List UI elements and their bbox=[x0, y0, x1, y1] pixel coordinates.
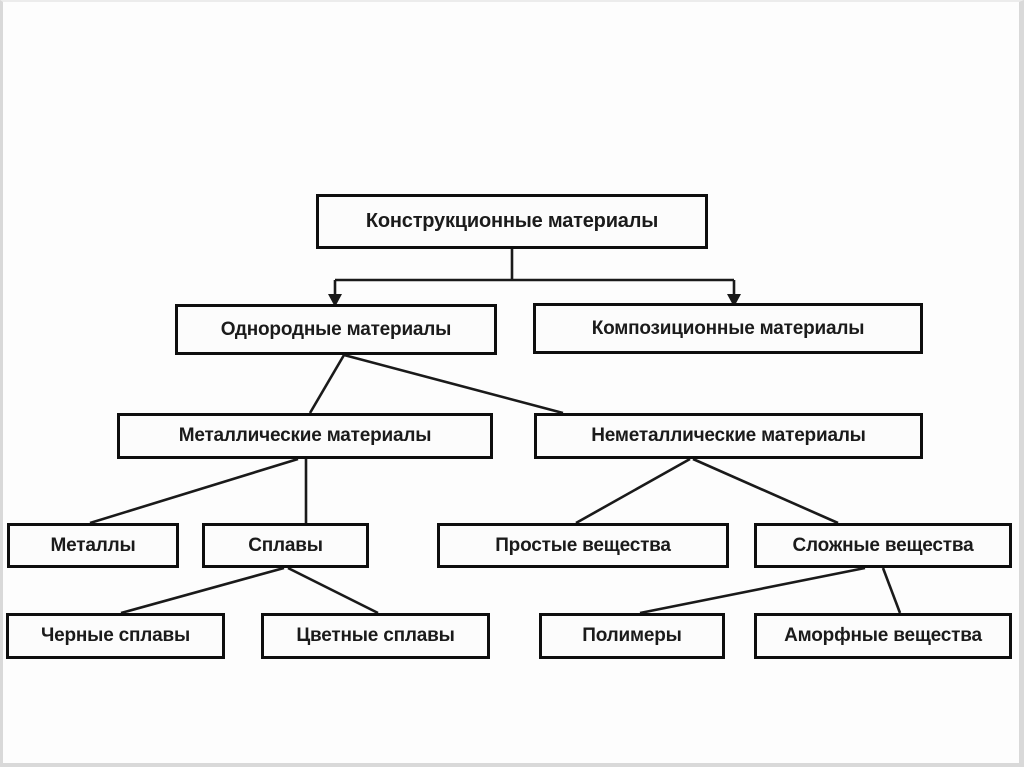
connector-lines bbox=[89, 249, 902, 615]
node-konstruktsionnye-materialy: Конструкционные материалы bbox=[316, 194, 708, 249]
node-tsvetnye-splavy: Цветные сплавы bbox=[261, 613, 490, 659]
edge-odnorodnye-to-metallicheskie bbox=[308, 354, 346, 414]
edge-nemetallicheskie-to-prostye bbox=[575, 457, 691, 525]
node-chernye-splavy: Черные сплавы bbox=[6, 613, 225, 659]
node-metally: Металлы bbox=[7, 523, 179, 568]
node-metallicheskie-materialy: Металлические материалы bbox=[117, 413, 493, 459]
edge-nemetallicheskie-to-slozhnye bbox=[692, 457, 839, 525]
edge-metallicheskie-to-metally bbox=[89, 457, 299, 525]
node-kompozitsionnye-materialy: Композиционные материалы bbox=[533, 303, 923, 354]
arrowhead-right-icon bbox=[727, 294, 741, 307]
node-prostye-veshchestva: Простые вещества bbox=[437, 523, 729, 568]
node-odnorodnye-materialy: Однородные материалы bbox=[175, 304, 497, 355]
node-polimery: Полимеры bbox=[539, 613, 725, 659]
edge-splavy-to-chernye bbox=[120, 566, 285, 615]
edge-slozhnye-to-polimery bbox=[639, 566, 866, 615]
node-splavy: Сплавы bbox=[202, 523, 369, 568]
node-nemetallicheskie-materialy: Неметаллические материалы bbox=[534, 413, 923, 459]
node-slozhnye-veshchestva: Сложные вещества bbox=[754, 523, 1012, 568]
node-amorfnye-veshchestva: Аморфные вещества bbox=[754, 613, 1012, 659]
edge-slozhnye-to-amorfnye bbox=[881, 567, 902, 614]
edge-splavy-to-tsvetnye bbox=[287, 566, 379, 615]
edge-odnorodnye-to-nemetallicheskie bbox=[343, 353, 564, 415]
arrowhead-left-icon bbox=[328, 294, 342, 307]
